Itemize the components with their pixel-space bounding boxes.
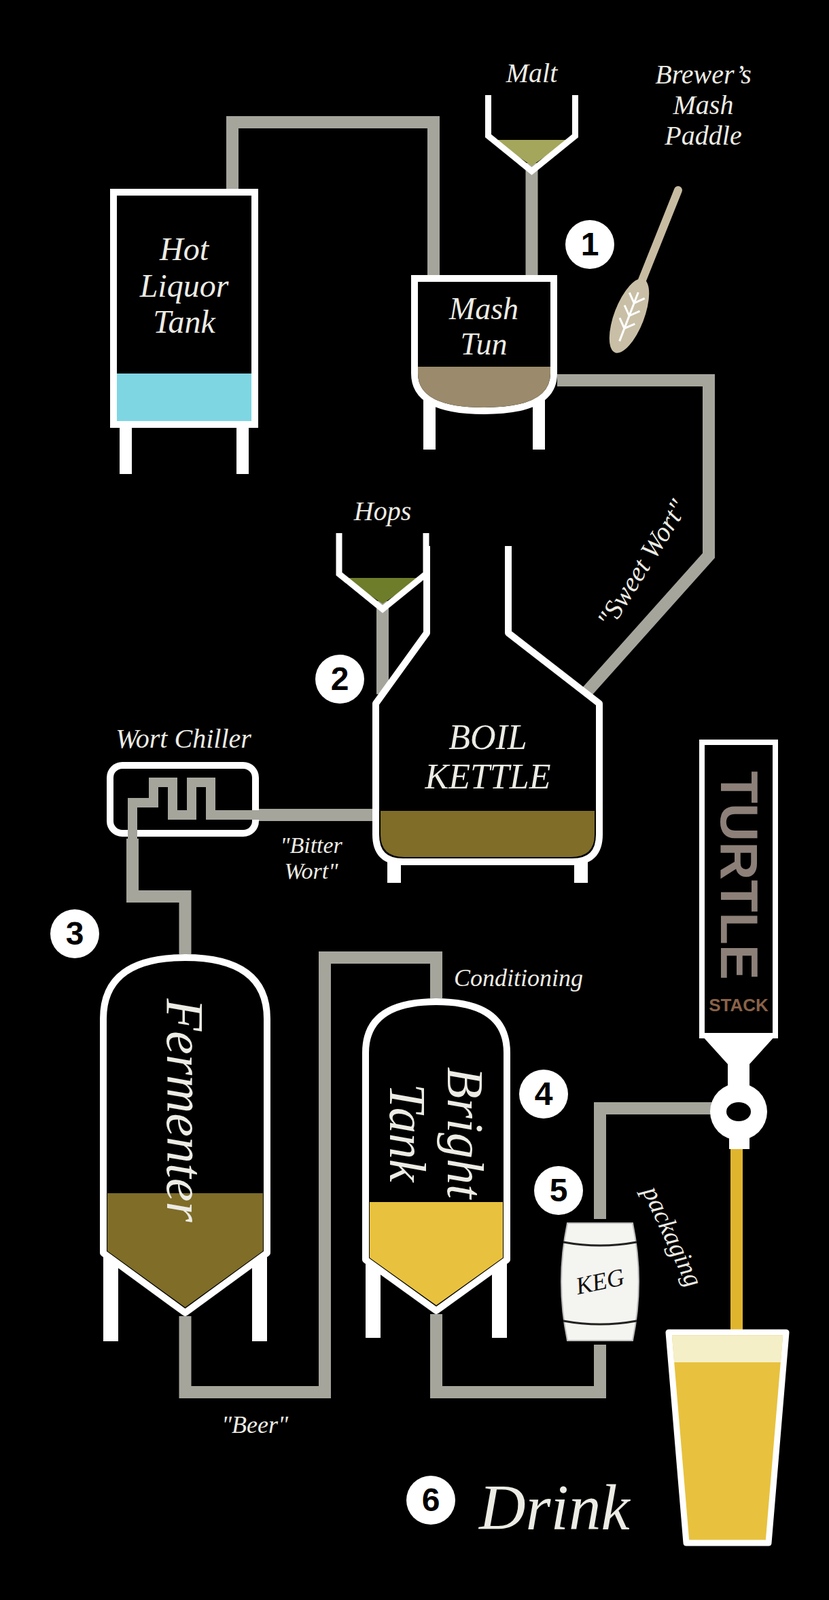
paddle-blade-shape bbox=[601, 273, 658, 359]
node-shape-group bbox=[110, 765, 259, 840]
chiller-coil bbox=[132, 782, 259, 840]
callout-number: 2 bbox=[315, 655, 365, 704]
pipe-connector bbox=[258, 809, 373, 822]
node-shape-group bbox=[414, 278, 554, 450]
node-shape-group bbox=[365, 1002, 507, 1339]
beer-content bbox=[369, 1202, 503, 1307]
annotation-label: Conditioning bbox=[453, 964, 584, 993]
pipe-connector bbox=[525, 183, 539, 276]
node-label: BOIL KETTLE bbox=[396, 709, 580, 806]
tank-outline bbox=[113, 192, 255, 425]
pipe-connector bbox=[557, 380, 709, 694]
pipe-connector bbox=[132, 839, 186, 955]
paddle-handle bbox=[640, 190, 679, 286]
callout-number: 4 bbox=[519, 1070, 569, 1120]
hopper-outline bbox=[339, 533, 427, 610]
edge-label: "Sweet Wort" bbox=[591, 494, 694, 634]
wort-chiller: Wort Chiller bbox=[101, 720, 266, 840]
faucet-spout bbox=[729, 1137, 750, 1150]
tank-outline bbox=[103, 958, 268, 1314]
node-label: Bright Tank bbox=[371, 1024, 501, 1243]
faucet-hole bbox=[726, 1102, 751, 1122]
edge-label: "Bitter Wort" bbox=[263, 833, 359, 885]
node-label: Hops bbox=[331, 492, 434, 531]
node-shape-group bbox=[375, 546, 600, 884]
keg-ring bbox=[563, 1321, 637, 1326]
wort-content bbox=[380, 811, 595, 858]
keg-ring bbox=[563, 1242, 637, 1247]
node-label: STACK bbox=[701, 992, 776, 1020]
callout-number: 5 bbox=[534, 1166, 584, 1216]
tun-outline bbox=[414, 278, 554, 412]
pipe-connector bbox=[232, 122, 434, 276]
fermenter-tank: Fermenter bbox=[99, 954, 271, 1343]
node-label: Wort Chiller bbox=[101, 720, 266, 759]
node-label: Fermenter bbox=[147, 964, 223, 1258]
node-label: TURTLE bbox=[708, 746, 770, 1005]
hops-hopper: Hops bbox=[331, 492, 434, 622]
edge-label: "Beer" bbox=[221, 1412, 289, 1440]
annotation-label: Drink bbox=[479, 1472, 630, 1545]
bright-tank: Bright Tank bbox=[362, 998, 511, 1339]
pint-glass bbox=[668, 1333, 787, 1544]
node-shape-group bbox=[113, 192, 255, 475]
keg: KEG bbox=[556, 1219, 644, 1346]
annotation-label: packaging bbox=[636, 1181, 709, 1292]
node-shape-group bbox=[699, 742, 776, 1150]
node-label: Mash Tun bbox=[432, 285, 535, 369]
annotation-label: Brewer’s Mash Paddle bbox=[645, 59, 762, 151]
mash-tun: Mash Tun bbox=[411, 275, 558, 450]
tap-tower-outline bbox=[701, 742, 776, 1037]
node-shape-group bbox=[488, 95, 576, 184]
beer-foam bbox=[672, 1336, 783, 1364]
callout-number: 3 bbox=[50, 909, 100, 959]
callout-number: 1 bbox=[565, 220, 615, 270]
node-shape-group bbox=[339, 533, 427, 622]
tower-neck bbox=[701, 1036, 776, 1088]
faucet bbox=[710, 1083, 768, 1141]
kettle-outline bbox=[375, 546, 600, 863]
boil-kettle: BOIL KETTLE bbox=[372, 546, 603, 884]
node-shape-group bbox=[103, 958, 268, 1343]
tap-tower: TURTLESTACK bbox=[699, 739, 779, 1152]
beer-stream bbox=[730, 1147, 743, 1338]
hot-liquor-tank: Hot Liquor Tank bbox=[110, 188, 259, 475]
node-shape bbox=[372, 546, 603, 884]
callout-number: 6 bbox=[406, 1476, 456, 1526]
mash-content bbox=[417, 366, 551, 408]
malt-hopper: Malt bbox=[475, 54, 588, 184]
tank-outline bbox=[365, 1002, 507, 1312]
wheat-icon bbox=[611, 289, 646, 344]
paddle-blade bbox=[601, 273, 658, 359]
hot-water bbox=[116, 373, 252, 422]
node-label: Hot Liquor Tank bbox=[122, 202, 246, 369]
hopper-outline bbox=[488, 95, 576, 172]
node-label: Malt bbox=[475, 54, 588, 93]
